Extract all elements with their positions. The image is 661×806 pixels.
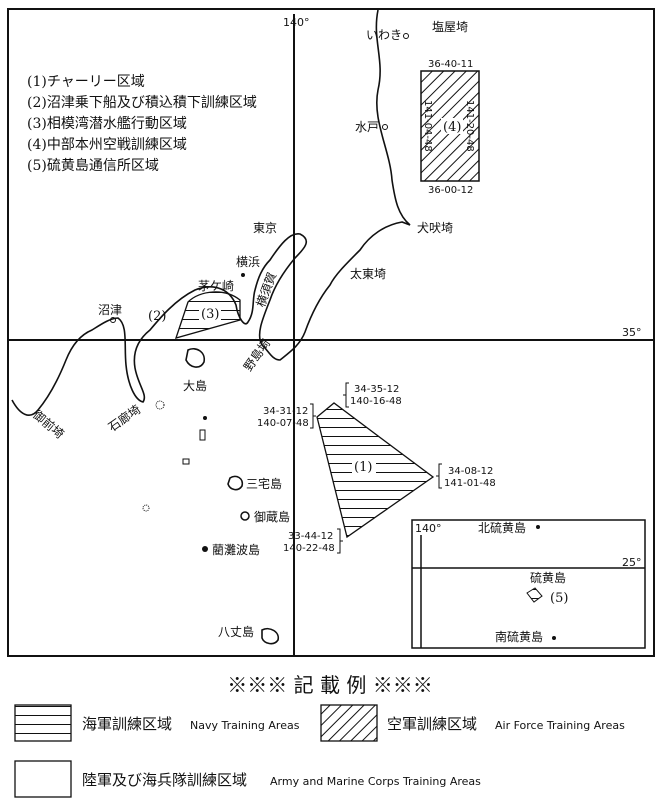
place-label: 硫黄島 (530, 570, 566, 585)
longitude-label: 140° (283, 16, 310, 29)
area-list: (1)チャーリー区域 (2)沼津乗下船及び積込積下訓練区域 (3)相模湾潜水艦行… (27, 74, 257, 174)
area-2-label: (2) (148, 309, 166, 324)
legend: ※※※ 記 載 例 ※※※ 海軍訓練区域 Navy Training Areas… (14, 673, 625, 798)
coord-label: 34-31-12 (263, 406, 308, 417)
place-label: 野島埼 (240, 336, 273, 374)
place-label: 塩屋埼 (432, 19, 468, 34)
city-marker (403, 33, 409, 39)
area-list-item: (1)チャーリー区域 (27, 74, 145, 90)
inset-iwoto: 140° 25° 北硫黄島 硫黄島 (5) 南硫黄島 (411, 519, 646, 649)
place-label: 東京 (253, 221, 277, 235)
coord-label: 141-20-48 (464, 100, 475, 152)
place-label: 石廊埼 (105, 402, 143, 435)
legend-title: ※※※ 記 載 例 ※※※ (227, 673, 432, 697)
coord-label: 34-35-12 (354, 384, 399, 395)
place-label: 茅ケ崎 (198, 279, 234, 293)
coord-braces (310, 382, 442, 554)
latitude-label: 35° (622, 326, 642, 339)
legend-navy-swatch (14, 704, 72, 742)
place-label: 南硫黄島 (495, 629, 543, 644)
coord-label: 140-22-48 (283, 543, 335, 554)
place-label: 御蔵島 (254, 509, 290, 524)
legend-army-ja: 陸軍及び海兵隊訓練区域 (82, 771, 247, 789)
island-oshima (185, 347, 206, 368)
island (552, 636, 556, 640)
coord-label: 36-00-12 (428, 185, 473, 196)
area-list-item: (2)沼津乗下船及び積込積下訓練区域 (27, 95, 257, 111)
island (155, 400, 165, 410)
place-label: 八丈島 (218, 624, 254, 639)
legend-navy-ja: 海軍訓練区域 (82, 715, 172, 733)
coord-label: 141-04-48 (422, 100, 433, 152)
place-label: 横浜 (236, 255, 260, 269)
place-label: 水戸 (355, 120, 379, 134)
area-4-label: (4) (443, 120, 461, 135)
map-frame (7, 8, 655, 657)
island-hachijojima (261, 627, 280, 645)
island-inambajima (202, 546, 208, 552)
place-labels: いわき 塩屋埼 水戸 犬吠埼 太東埼 東京 横浜 茅ケ崎 沼津 大島 三宅島 御… (30, 19, 468, 639)
area-4-coordinates: 36-40-11 36-00-12 141-04-48 141-20-48 (422, 59, 475, 196)
coord-label: 33-44-12 (288, 531, 333, 542)
legend-air-en: Air Force Training Areas (495, 719, 625, 732)
island (199, 429, 206, 441)
coord-label: 140-16-48 (350, 396, 402, 407)
place-label: 沼津 (98, 303, 122, 317)
coord-label: 36-40-11 (428, 59, 473, 70)
inset-latitude-label: 25° (622, 556, 642, 569)
place-label: 横須賀 (254, 270, 279, 309)
area-5-label: (5) (550, 591, 568, 606)
coastline (11, 9, 411, 416)
coord-label: 140-07-48 (257, 418, 309, 429)
island (536, 525, 540, 529)
legend-army-swatch (14, 760, 72, 798)
legend-navy-en: Navy Training Areas (190, 719, 300, 732)
area-list-item: (4)中部本州空戦訓練区域 (27, 137, 187, 153)
area-3-label: (3) (201, 307, 219, 322)
place-label: 大島 (183, 378, 207, 393)
coord-label: 34-08-12 (448, 466, 493, 477)
legend-air-swatch (320, 704, 378, 742)
place-label: 藺灘波島 (212, 542, 260, 557)
area-list-item: (3)相模湾潜水艦行動区域 (27, 115, 187, 132)
legend-air-ja: 空軍訓練区域 (387, 715, 477, 733)
island (182, 458, 190, 465)
island (203, 416, 207, 420)
place-label: 三宅島 (246, 476, 282, 491)
island (142, 504, 150, 512)
legend-army-en: Army and Marine Corps Training Areas (270, 775, 481, 788)
city-marker (241, 273, 245, 277)
city-marker (382, 124, 388, 130)
city-marker (110, 317, 116, 323)
place-label: 北硫黄島 (478, 520, 526, 535)
area-list-item: (5)硫黄島通信所区域 (27, 157, 159, 174)
area-1-coordinates: 34-35-12 140-16-48 34-31-12 140-07-48 34… (257, 384, 496, 554)
place-label: 御前埼 (30, 407, 67, 442)
place-label: 太東埼 (350, 266, 386, 281)
place-label: 犬吠埼 (417, 221, 453, 235)
inset-longitude-label: 140° (415, 522, 442, 535)
area-1-label: (1) (354, 460, 372, 475)
island-miyakejima (227, 475, 244, 491)
coord-label: 141-01-48 (444, 478, 496, 489)
island-iwoto (526, 587, 543, 603)
island-mikurajima (240, 511, 250, 521)
place-label: いわき (366, 28, 402, 42)
